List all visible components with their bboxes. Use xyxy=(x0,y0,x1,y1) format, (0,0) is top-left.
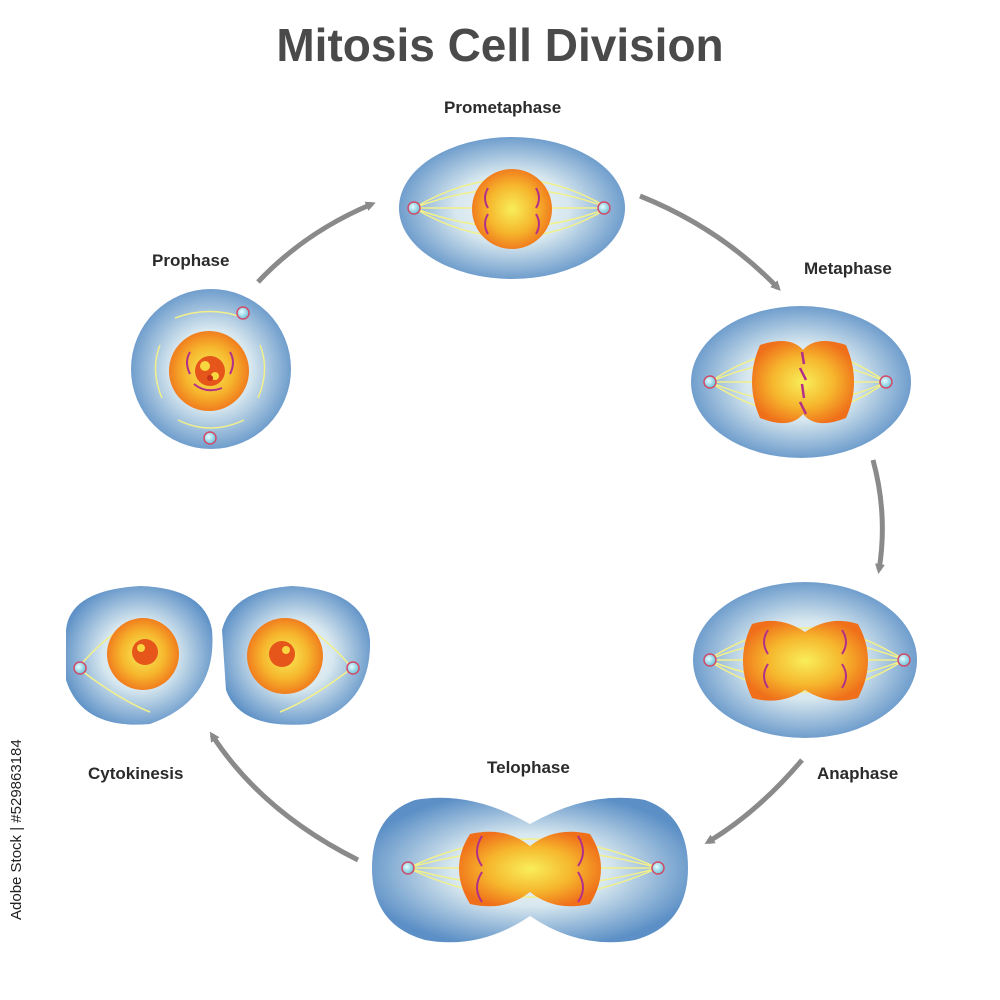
centrosome-icon xyxy=(651,861,665,875)
nucleus xyxy=(472,169,552,249)
nucleus xyxy=(752,341,854,424)
daughter-cell-right xyxy=(222,586,371,725)
prophase-cell xyxy=(131,289,291,449)
centrosome-icon xyxy=(407,201,421,215)
telophase-cell xyxy=(372,797,688,943)
centrosome-icon xyxy=(597,201,611,215)
arrow-prometaphase-to-metaphase xyxy=(639,193,781,291)
label-anaphase: Anaphase xyxy=(817,764,899,783)
arrow-prophase-to-prometaphase xyxy=(256,201,376,284)
daughter-cell-left xyxy=(66,586,213,725)
stock-id-watermark: Adobe Stock | #529863184 xyxy=(8,739,25,920)
arrow-anaphase-to-telophase xyxy=(704,758,804,845)
anaphase-cell xyxy=(693,582,917,738)
prometaphase-cell xyxy=(399,137,625,279)
label-prometaphase: Prometaphase xyxy=(444,98,562,117)
centrosome-icon xyxy=(401,861,415,875)
centrosome-icon xyxy=(703,375,717,389)
centrosome-icon xyxy=(346,661,360,675)
centrosome-icon xyxy=(703,653,717,667)
label-metaphase: Metaphase xyxy=(804,259,892,278)
label-cytokinesis: Cytokinesis xyxy=(88,764,184,783)
arrow-metaphase-to-anaphase xyxy=(870,459,885,574)
chromatin xyxy=(195,356,225,386)
cytokinesis-cells xyxy=(66,586,371,725)
nucleus xyxy=(743,620,868,701)
centrosome-icon xyxy=(203,431,217,445)
centrosome-icon xyxy=(897,653,911,667)
chromatin xyxy=(269,641,295,667)
centrosome-icon xyxy=(73,661,87,675)
chromatin xyxy=(132,639,158,665)
centrosome-icon xyxy=(879,375,893,389)
centrosome-icon xyxy=(236,306,250,320)
metaphase-cell xyxy=(691,306,911,458)
cycle-arrows xyxy=(209,193,885,863)
label-telophase: Telophase xyxy=(487,758,570,777)
label-prophase: Prophase xyxy=(152,251,230,270)
diagram-title: Mitosis Cell Division xyxy=(276,19,724,71)
arrow-telophase-to-cytokinesis xyxy=(209,731,360,863)
nucleus xyxy=(459,831,601,907)
